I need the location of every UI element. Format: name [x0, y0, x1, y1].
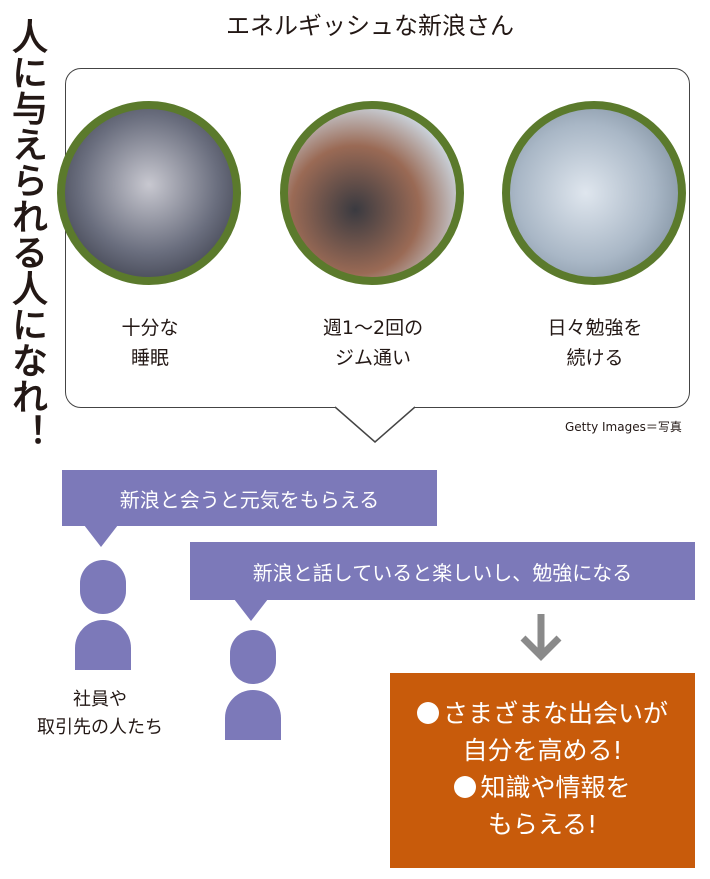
- speech-text-2: 新浪と話していると楽しいし、勉強になる: [252, 560, 633, 585]
- person-icon-head-1: [80, 560, 126, 614]
- photo-credit: Getty Images＝写真: [565, 420, 682, 434]
- bubble-pointer: [335, 405, 415, 443]
- result-text: 自分を高める!: [462, 736, 623, 765]
- sleeping-man-photo: [57, 101, 241, 285]
- result-text: もらえる!: [487, 810, 598, 839]
- result-box: さまざまな出会いが 自分を高める! 知識や情報を もらえる!: [390, 673, 695, 868]
- habit-label-sleep: 十分な睡眠: [121, 317, 179, 369]
- speech-text-1: 新浪と会うと元気をもらえる: [119, 487, 380, 512]
- habit-label-study: 日々勉強を続ける: [547, 317, 643, 369]
- bullet-icon: [454, 776, 477, 798]
- speech-bubble-1: 新浪と会うと元気をもらえる: [62, 470, 437, 526]
- arrow-down-icon: [520, 614, 562, 661]
- speech-pointer-2: [234, 599, 268, 621]
- people-label: 社員や取引先の人たち: [37, 689, 163, 738]
- person-icon-body-1: [75, 620, 131, 670]
- habit-label-gym: 週1～2回のジム通い: [322, 317, 424, 369]
- section-title: エネルギッシュな新浪さん: [226, 12, 514, 40]
- person-icon-head-2: [230, 630, 276, 684]
- speech-pointer-1: [84, 525, 118, 547]
- result-text: 知識や情報を: [480, 773, 631, 802]
- businessman-laptop-photo: [502, 101, 686, 285]
- bullet-icon: [416, 702, 439, 724]
- vertical-title: 人に与えられる人になれ！: [6, 18, 47, 450]
- speech-bubble-2: 新浪と話していると楽しいし、勉強になる: [190, 542, 695, 600]
- dumbbell-gym-photo: [280, 101, 464, 285]
- result-text: さまざまな出会いが: [442, 699, 668, 728]
- person-icon-body-2: [225, 690, 281, 740]
